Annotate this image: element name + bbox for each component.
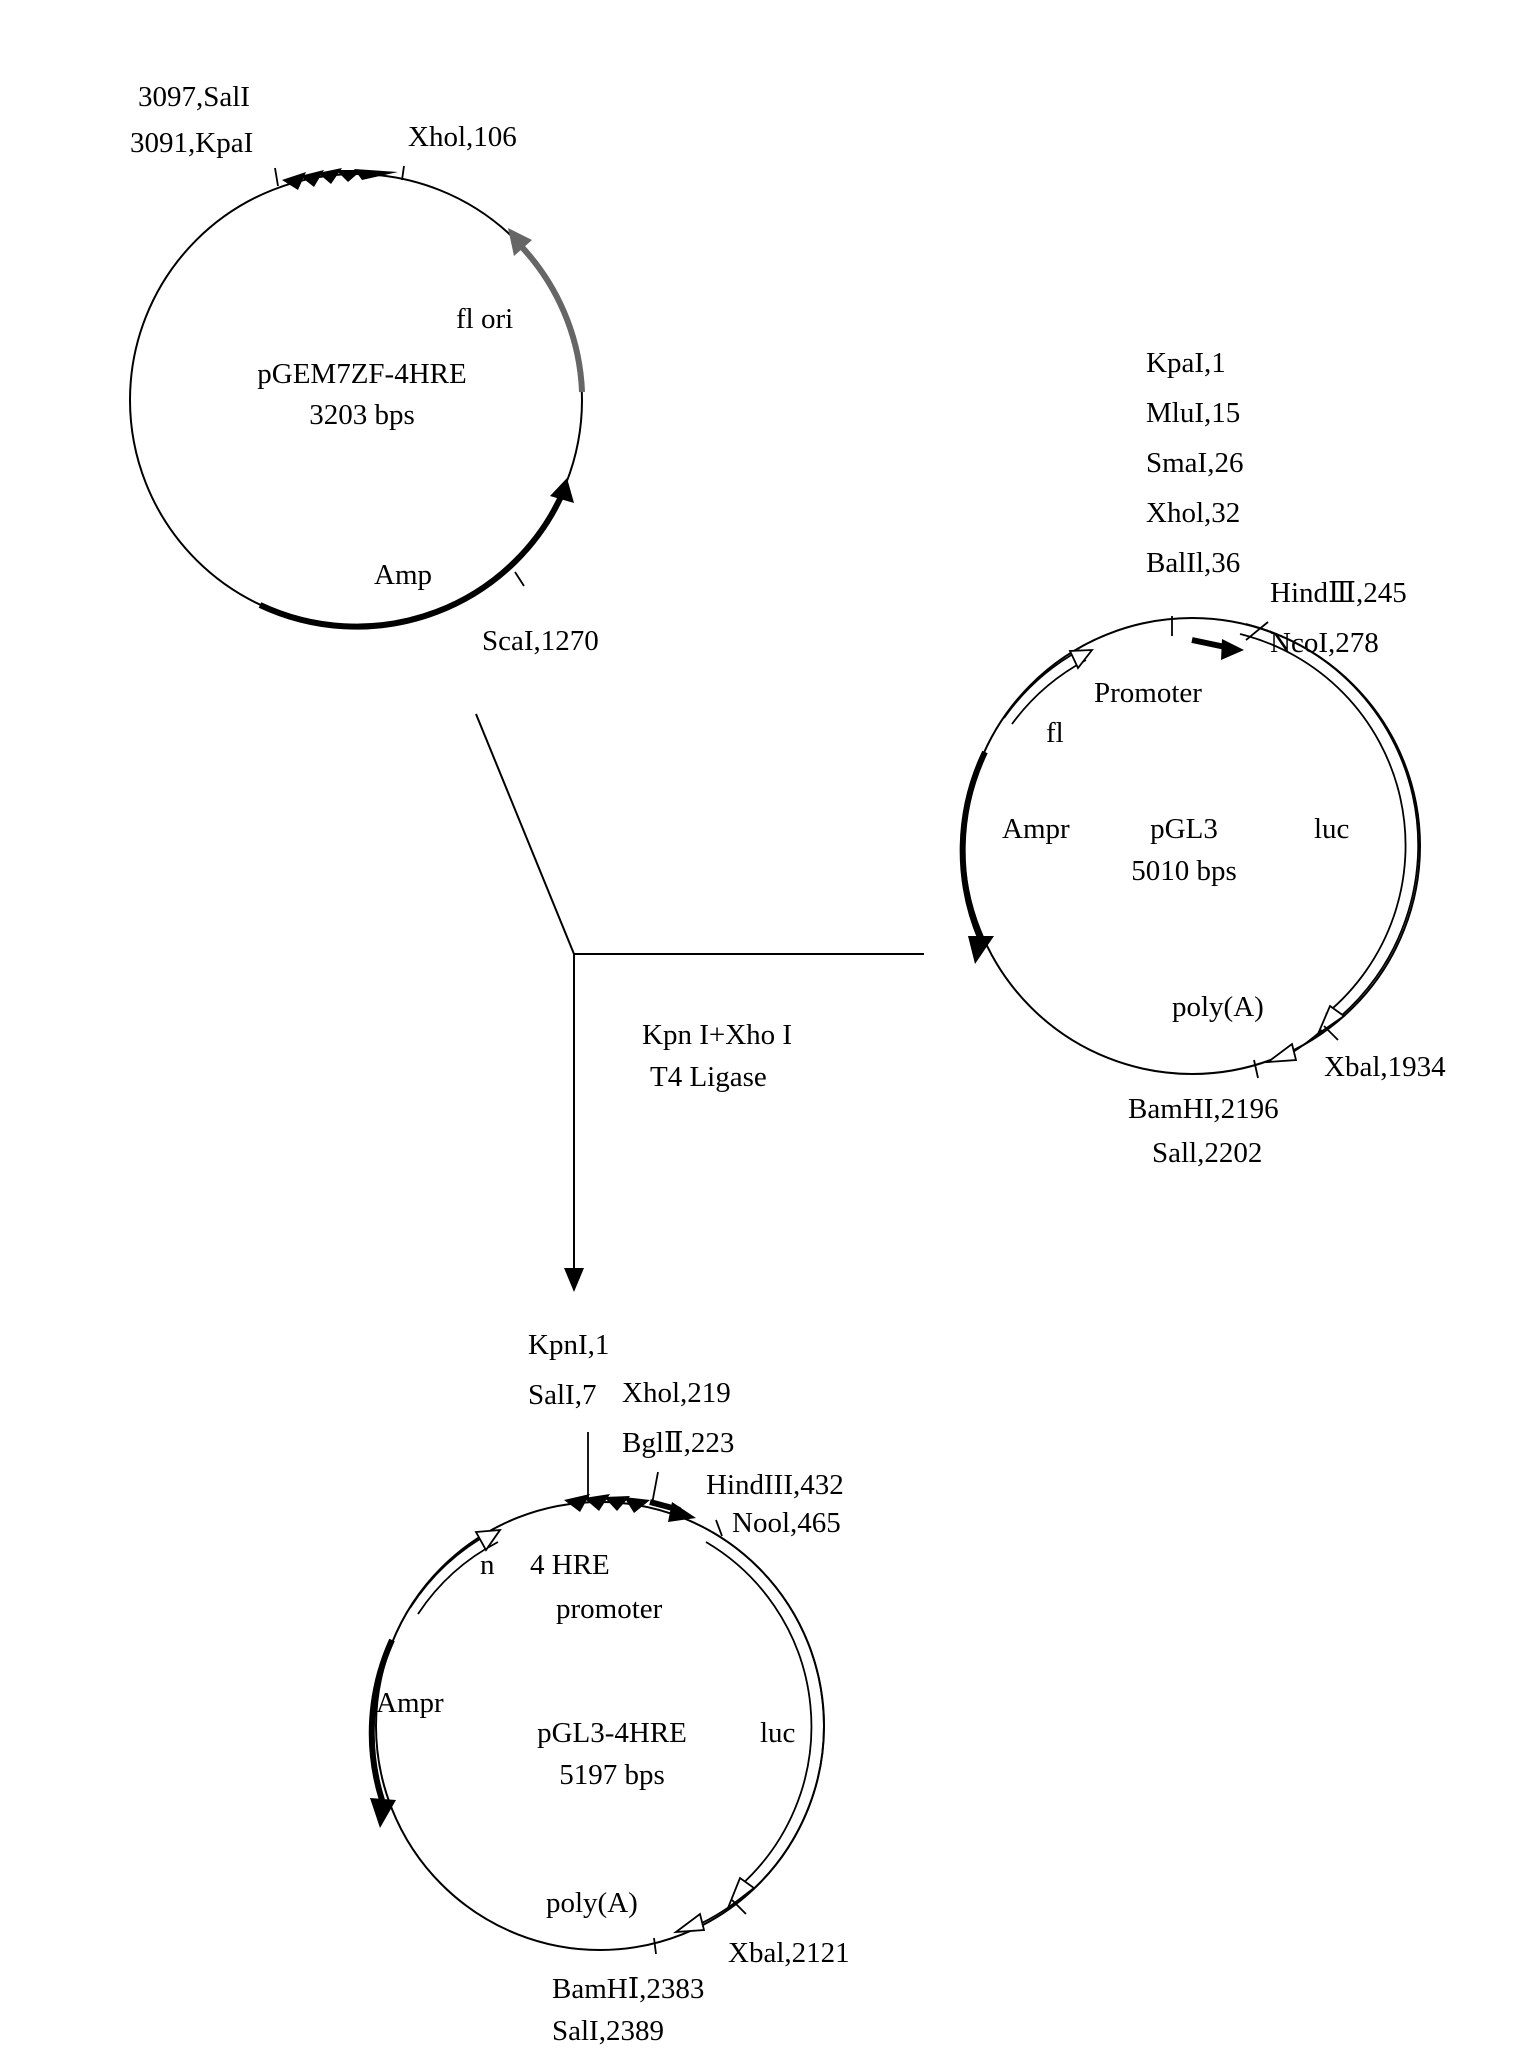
- label-promoter-pgl3: Promoter: [1094, 677, 1202, 709]
- amp-arrowhead: [550, 478, 574, 503]
- label-site-bamHI-pgl3: BamHI,2196: [1128, 1093, 1279, 1125]
- tick-xhol-pgem: [401, 165, 405, 181]
- label-promoter-4hre: promoter: [556, 1593, 663, 1625]
- label-site-salI-2-4hre: SalI,2389: [552, 2015, 664, 2047]
- amp-gene-arc: [258, 488, 567, 630]
- hre-repeats-pgem: [282, 168, 398, 190]
- plasmid-size-pgl3-4hre: 5197 bps: [559, 1759, 665, 1791]
- label-luc-pgl3: luc: [1314, 813, 1349, 845]
- cloning-process: Kpn I+Xho I T4 Ligase: [475, 713, 924, 1292]
- plasmid-size-pgl3: 5010 bps: [1131, 855, 1237, 887]
- label-n: n: [480, 1549, 495, 1581]
- plasmid-pgl3-4hre: KpnI,1 SalI,7 Xhol,219 BglⅡ,223 HindIII,…: [368, 1329, 850, 2047]
- label-site-xhol: Xhol,106: [408, 121, 517, 153]
- label-site-salI-4hre: SalI,7: [528, 1379, 596, 1411]
- label-ampr-4hre: Ampr: [376, 1687, 444, 1719]
- ampr-arrowhead-pgl3: [968, 936, 994, 964]
- f1-ori-arc: [515, 240, 585, 393]
- tick-scaI-pgem: [514, 571, 525, 587]
- label-f1-pgl3: fl: [1046, 717, 1064, 749]
- hre-repeats-4hre: [564, 1494, 696, 1522]
- f1-arrowhead-pgl3: [1068, 649, 1094, 670]
- tick-bglII-4hre: [651, 1471, 659, 1505]
- tick-bamHI-4hre: [653, 1937, 657, 1955]
- label-site-scaI: ScaI,1270: [482, 625, 599, 657]
- label-enzymes: Kpn I+Xho I: [642, 1019, 792, 1051]
- tick-xbal-4hre: [731, 1899, 747, 1915]
- label-site-bamHI-4hre: BamHⅠ,2383: [552, 1973, 704, 2005]
- promoter-arrowhead: [1221, 639, 1244, 660]
- label-site-smaI: SmaI,26: [1146, 447, 1243, 479]
- plasmid-pgem7zf-4hre: 3097,SalI 3091,KpaI Xhol,106 fl ori pGEM…: [129, 81, 599, 657]
- luc-arc-outer-4hre: [711, 1531, 825, 1895]
- label-luc-4hre: luc: [760, 1717, 795, 1749]
- plasmid-name-pgl3-4hre: pGL3-4HRE: [537, 1717, 687, 1749]
- plasmid-name-pgem: pGEM7ZF-4HRE: [257, 358, 466, 390]
- polyA-arrowhead: [1265, 1042, 1298, 1064]
- label-site-hindIII-4hre: HindIII,432: [706, 1469, 844, 1501]
- tick-nool-4hre: [715, 1519, 723, 1537]
- label-f1-ori: fl ori: [456, 303, 513, 335]
- label-site-nool: Nool,465: [732, 1507, 841, 1539]
- plasmid-size-pgem: 3203 bps: [309, 399, 415, 431]
- luc-arc-outer: [1245, 623, 1420, 1023]
- luc-arc-inner: [1239, 633, 1407, 1015]
- ampr-arrowhead-4hre: [370, 1798, 396, 1828]
- f1-ori-arrowhead: [508, 228, 532, 256]
- tick-hindIII-pgl3: [1245, 621, 1269, 641]
- f1-arrowhead-4hre: [474, 1528, 502, 1552]
- label-site-hindIII-pgl3: HindⅢ,245: [1270, 577, 1407, 609]
- tick-xbal-pgl3: [1323, 1025, 1339, 1041]
- f1-arc-outer: [1003, 649, 1081, 719]
- down-arrowhead: [564, 1268, 584, 1292]
- label-site-salI: 3097,SalI: [138, 81, 250, 113]
- label-ligase: T4 Ligase: [650, 1061, 767, 1093]
- label-4hre: 4 HRE: [530, 1549, 610, 1581]
- label-amp: Amp: [374, 559, 432, 591]
- luc-arc-inner-4hre: [705, 1541, 813, 1887]
- label-site-xhol-4hre: Xhol,219: [622, 1377, 731, 1409]
- promoter-arrowhead-4hre: [668, 1502, 696, 1522]
- label-site-mluI: MluI,15: [1146, 397, 1240, 429]
- label-site-kpaI-pgl3: KpaI,1: [1146, 347, 1226, 379]
- polyA-arc: [1289, 1029, 1323, 1055]
- ampr-arc-4hre: [368, 1638, 395, 1801]
- plasmid-name-pgl3: pGL3: [1150, 813, 1218, 845]
- connector-from-pgem: [475, 713, 575, 955]
- label-site-ncoI: NcoI,278: [1270, 627, 1379, 659]
- label-polyA-4hre: poly(A): [546, 1887, 638, 1919]
- label-site-xbal-4hre: Xbal,2121: [728, 1937, 850, 1969]
- label-site-xbal-pgl3: Xbal,1934: [1324, 1051, 1446, 1083]
- plasmid-pgl3: KpaI,1 MluI,15 SmaI,26 Xhol,32 BalIl,36 …: [959, 347, 1446, 1169]
- label-site-xhol-pgl3: Xhol,32: [1146, 497, 1240, 529]
- label-site-bglII: BglⅡ,223: [622, 1427, 734, 1459]
- label-site-kpaI: 3091,KpaI: [130, 127, 253, 159]
- luc-arrowhead-4hre: [725, 1876, 756, 1911]
- ampr-arc-pgl3: [959, 750, 988, 942]
- label-polyA-pgl3: poly(A): [1172, 991, 1264, 1023]
- tick-kpaI-pgem: [274, 167, 279, 187]
- tick-bamHI-pgl3: [1253, 1059, 1259, 1079]
- polyA-arrowhead-4hre: [673, 1912, 706, 1934]
- label-site-salI-pgl3: Sall,2202: [1152, 1137, 1262, 1169]
- label-site-kpnI: KpnI,1: [528, 1329, 609, 1361]
- polyA-arc-4hre: [699, 1901, 737, 1925]
- label-ampr-pgl3: Ampr: [1002, 813, 1070, 845]
- label-site-balII: BalIl,36: [1146, 547, 1240, 579]
